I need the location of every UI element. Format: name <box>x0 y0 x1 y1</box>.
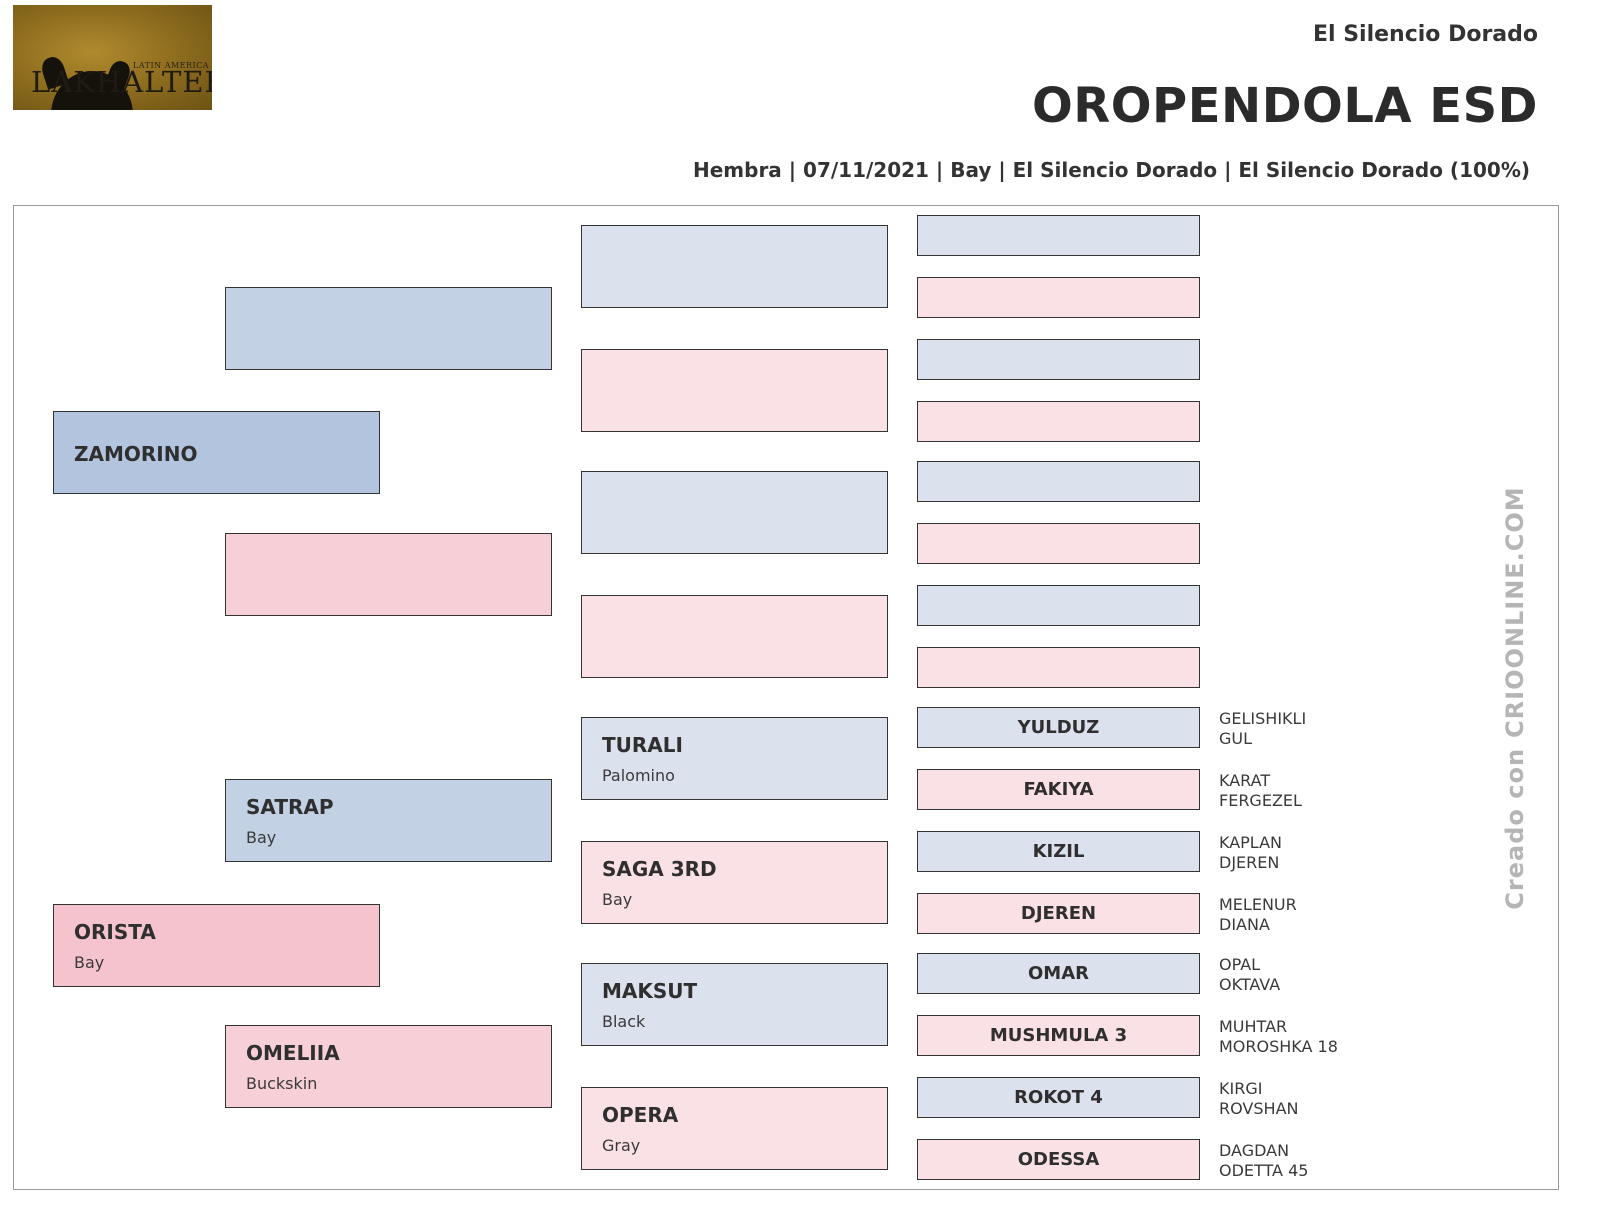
pedigree-frame <box>13 205 1559 1190</box>
gen4-box-kizil[interactable]: KIZIL <box>917 831 1200 872</box>
gen5-dam[interactable]: ROVSHAN <box>1219 1099 1299 1118</box>
dam-sire-color: Bay <box>246 828 277 847</box>
gen4-box-rokot-4[interactable]: ROKOT 4 <box>917 1077 1200 1118</box>
gen4-name: OMAR <box>1027 963 1089 984</box>
gen5-sire[interactable]: KARAT <box>1219 771 1271 790</box>
logo-subtext: LATIN AMERICA <box>133 61 210 70</box>
gen3-box-opera[interactable]: OPERA Gray <box>581 1087 888 1170</box>
gen5-sire[interactable]: DAGDAN <box>1219 1141 1290 1160</box>
sire-dam-box[interactable] <box>225 533 552 616</box>
gen5-dam[interactable]: DJEREN <box>1219 853 1280 872</box>
horse-silhouette-icon <box>51 71 133 110</box>
gen4-box-omar[interactable]: OMAR <box>917 953 1200 994</box>
dam-sire-name: SATRAP <box>246 795 334 819</box>
dam-dam-box[interactable]: OMELIIA Buckskin <box>225 1025 552 1108</box>
gen4-name <box>918 216 1199 255</box>
gen3-box-maksut[interactable]: MAKSUT Black <box>581 963 888 1046</box>
gen4-name <box>918 648 1199 687</box>
gen4-box[interactable] <box>917 585 1200 626</box>
gen3-box[interactable] <box>581 225 888 308</box>
horse-details: Hembra | 07/11/2021 | Bay | El Silencio … <box>692 158 1530 182</box>
gen4-name: KIZIL <box>1032 841 1085 862</box>
dam-dam-color: Buckskin <box>246 1074 318 1093</box>
gen4-name <box>918 402 1199 441</box>
breeder-name: El Silencio Dorado <box>1312 22 1538 47</box>
horse-name-title: OROPENDOLA ESD <box>1031 78 1538 134</box>
watermark: Creado con CRIOONLINE.COM <box>1501 486 1529 909</box>
gen5-dam[interactable]: DIANA <box>1219 915 1270 934</box>
gen3-box-saga-3rd[interactable]: SAGA 3RD Bay <box>581 841 888 924</box>
gen5-pair: KARAT FERGEZEL <box>1219 771 1302 811</box>
gen5-dam[interactable]: OKTAVA <box>1219 975 1281 994</box>
gen3-box[interactable] <box>581 471 888 554</box>
gen3-box[interactable] <box>581 349 888 432</box>
gen3-name: MAKSUT <box>602 979 698 1003</box>
sire-name: ZAMORINO <box>74 442 198 466</box>
gen5-sire[interactable]: KAPLAN <box>1219 833 1282 852</box>
gen5-sire[interactable]: MELENUR <box>1219 895 1297 914</box>
logo-text: LAKHALTEKE <box>31 65 212 99</box>
gen4-name <box>918 586 1199 625</box>
gen4-box[interactable] <box>917 339 1200 380</box>
gen5-pair: DAGDAN ODETTA 45 <box>1219 1141 1308 1181</box>
gen3-name: SAGA 3RD <box>602 857 717 881</box>
gen4-box-yulduz[interactable]: YULDUZ <box>917 707 1200 748</box>
gen5-pair: GELISHIKLI GUL <box>1219 709 1306 749</box>
gen4-box[interactable] <box>917 647 1200 688</box>
gen4-name: ODESSA <box>1017 1149 1100 1170</box>
dam-color: Bay <box>74 953 105 972</box>
gen4-box[interactable] <box>917 523 1200 564</box>
gen4-name: FAKIYA <box>1023 779 1094 800</box>
gen4-box-fakiya[interactable]: FAKIYA <box>917 769 1200 810</box>
gen4-name <box>918 462 1199 501</box>
gen4-box[interactable] <box>917 215 1200 256</box>
gen3-color: Palomino <box>602 766 675 785</box>
gen5-pair: OPAL OKTAVA <box>1219 955 1280 995</box>
gen5-sire[interactable]: KIRGI <box>1219 1079 1263 1098</box>
gen4-name: ROKOT 4 <box>1014 1087 1103 1108</box>
gen3-box-turali[interactable]: TURALI Palomino <box>581 717 888 800</box>
gen4-box-mushmula-3[interactable]: MUSHMULA 3 <box>917 1015 1200 1056</box>
gen4-box[interactable] <box>917 461 1200 502</box>
sire-sire-box[interactable] <box>225 287 552 370</box>
gen4-name: MUSHMULA 3 <box>989 1025 1128 1046</box>
watermark-prefix: Creado con <box>1501 747 1529 910</box>
gen3-name: OPERA <box>602 1103 679 1127</box>
gen3-color: Gray <box>602 1136 641 1155</box>
gen5-pair: KAPLAN DJEREN <box>1219 833 1282 873</box>
gen4-name <box>918 340 1199 379</box>
gen4-box-djeren[interactable]: DJEREN <box>917 893 1200 934</box>
gen5-pair: MUHTAR MOROSHKA 18 <box>1219 1017 1338 1057</box>
gen4-box[interactable] <box>917 401 1200 442</box>
gen5-sire[interactable]: GELISHIKLI <box>1219 709 1307 728</box>
gen3-name: TURALI <box>602 733 683 757</box>
gen5-pair: MELENUR DIANA <box>1219 895 1297 935</box>
gen4-box[interactable] <box>917 277 1200 318</box>
dam-dam-name: OMELIIA <box>246 1041 340 1065</box>
dam-sire-box[interactable]: SATRAP Bay <box>225 779 552 862</box>
gen5-sire[interactable]: OPAL <box>1219 955 1261 974</box>
dam-name: ORISTA <box>74 920 156 944</box>
gen3-color: Bay <box>602 890 633 909</box>
gen5-pair: KIRGI ROVSHAN <box>1219 1079 1298 1119</box>
gen4-name <box>918 278 1199 317</box>
sire-box[interactable]: ZAMORINO <box>53 411 380 494</box>
gen5-sire[interactable]: MUHTAR <box>1219 1017 1288 1036</box>
gen5-dam[interactable]: ODETTA 45 <box>1219 1161 1309 1180</box>
lakhalteke-logo: LATIN AMERICA LAKHALTEKE <box>13 5 212 110</box>
gen4-name <box>918 524 1199 563</box>
watermark-brand: CRIOONLINE.COM <box>1501 486 1529 738</box>
gen5-dam[interactable]: FERGEZEL <box>1219 791 1302 810</box>
dam-box[interactable]: ORISTA Bay <box>53 904 380 987</box>
gen4-name: DJEREN <box>1020 903 1097 924</box>
gen4-box-odessa[interactable]: ODESSA <box>917 1139 1200 1180</box>
gen3-color: Black <box>602 1012 646 1031</box>
gen3-box[interactable] <box>581 595 888 678</box>
gen5-dam[interactable]: MOROSHKA 18 <box>1219 1037 1338 1056</box>
gen5-dam[interactable]: GUL <box>1219 729 1253 748</box>
gen4-name: YULDUZ <box>1017 717 1100 738</box>
